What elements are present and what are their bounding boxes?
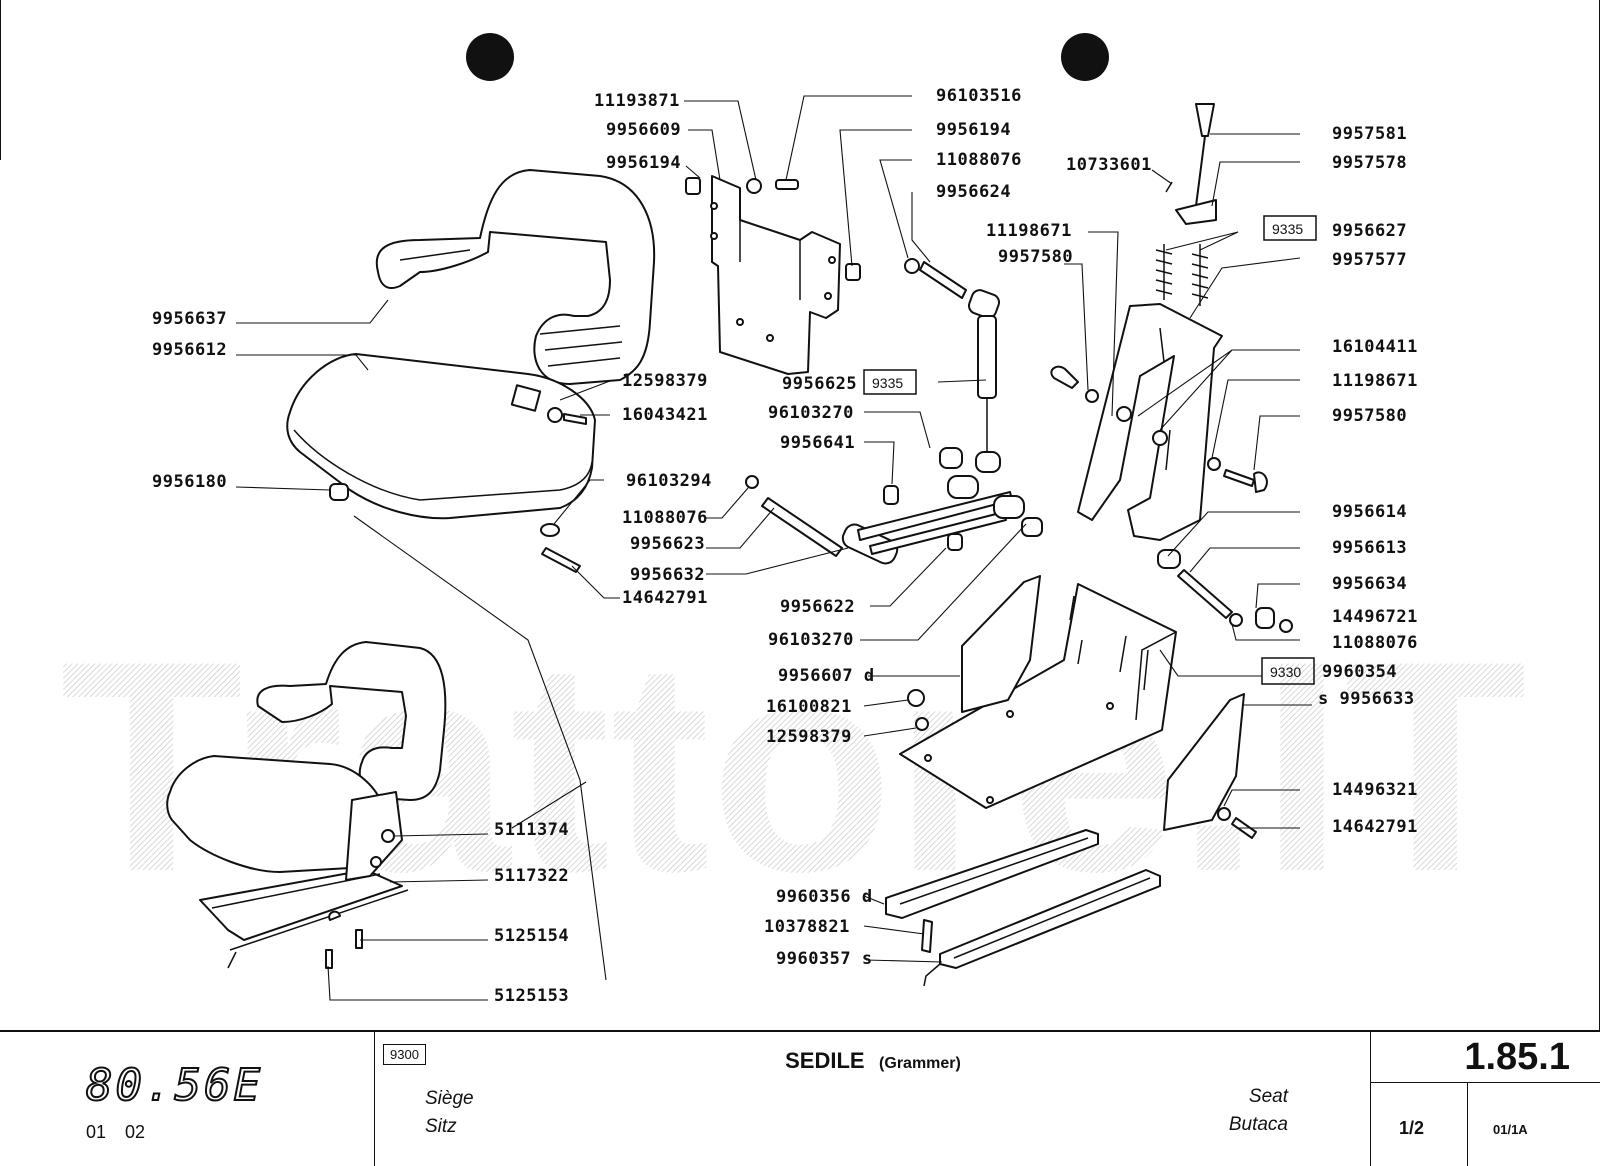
part-label: 14496721: [1332, 607, 1418, 627]
title-line: SEDILE (Grammer): [375, 1048, 1371, 1074]
part-label: 16104411: [1332, 337, 1418, 357]
base-pan-drawing: [899, 575, 1257, 839]
part-label: 9956623: [630, 534, 705, 554]
part-label: 9960354: [1322, 662, 1397, 682]
part-label: 5117322: [494, 866, 569, 886]
title-german: Sitz: [425, 1116, 457, 1137]
part-label: 9956627: [1332, 221, 1407, 241]
part-label: 9956194: [606, 153, 681, 173]
part-labels: 11193871 96103516 9956609 9956194 995619…: [152, 86, 1418, 1006]
part-label: 9956194: [936, 120, 1011, 140]
title-cell: 9300 SEDILE (Grammer) Siège Sitz Seat Bu…: [375, 1032, 1371, 1166]
part-label: 5125153: [494, 986, 569, 1006]
title-spanish: Butaca: [1228, 1114, 1288, 1135]
page-number: 1/2: [1399, 1118, 1425, 1138]
part-label: 16100821: [766, 697, 852, 717]
reference-number: 1.85.1: [1464, 1036, 1570, 1078]
part-label: 9956637: [152, 309, 227, 329]
part-label: 9960357 s: [776, 949, 873, 969]
page-subtitle: (Grammer): [879, 1055, 961, 1072]
part-label: 9956641: [780, 433, 855, 453]
part-label: 14642791: [622, 588, 708, 608]
binder-hole-left: [466, 33, 514, 81]
part-label: 10733601: [1066, 155, 1152, 175]
part-label: 9956609: [606, 120, 681, 140]
swing-frame-drawing: [329, 407, 1043, 573]
part-label: 9956632: [630, 565, 705, 585]
part-label: s 9956633: [1318, 689, 1415, 709]
group-box-label: 9335: [872, 375, 903, 391]
boxed-labels: 9335 9335 9330: [863, 215, 1317, 685]
part-label: 96103270: [768, 630, 854, 650]
page-title: SEDILE: [785, 1048, 865, 1073]
title-block: 80.56E 01 02 9300 SEDILE (Grammer) Siège…: [0, 1030, 1600, 1166]
ref-divider-vertical: [1467, 1082, 1468, 1166]
part-label: 12598379: [622, 371, 708, 391]
gas-spring-drawing: [904, 258, 1001, 473]
group-box-label: 9335: [1272, 221, 1303, 237]
part-label: 9957577: [1332, 250, 1407, 270]
part-label: 9956607 d: [778, 666, 875, 686]
part-label: 9956634: [1332, 574, 1407, 594]
part-label: 9960356 d: [776, 887, 873, 907]
part-label: 9956614: [1332, 502, 1407, 522]
part-label: 96103294: [626, 471, 712, 491]
part-label: 9956622: [780, 597, 855, 617]
ref-divider: [1371, 1082, 1600, 1083]
part-label: 12598379: [766, 727, 852, 747]
part-label: 11193871: [594, 91, 680, 111]
reference-cell: 1.85.1 1/2 01/1A: [1371, 1032, 1600, 1166]
model-code: 80.56E: [85, 1059, 263, 1112]
exploded-parts-diagram: Trattore.IT: [60, 33, 1527, 1006]
part-label: 16043421: [622, 405, 708, 425]
title-french: Siège: [425, 1088, 474, 1109]
part-label: 96103270: [768, 403, 854, 423]
part-label: 10378821: [764, 917, 850, 937]
slide-rails-drawing: [885, 829, 1161, 987]
part-label: 9956612: [152, 340, 227, 360]
part-label: 14642791: [1332, 817, 1418, 837]
part-label: 5125154: [494, 926, 569, 946]
part-label: 9956624: [936, 182, 1011, 202]
part-label: 9956180: [152, 472, 227, 492]
part-label: 9956613: [1332, 538, 1407, 558]
seat-assembly-drawing: [166, 641, 447, 969]
left-border: [0, 0, 1, 160]
part-label: 9957578: [1332, 153, 1407, 173]
part-label: 14496321: [1332, 780, 1418, 800]
part-label: 11088076: [1332, 633, 1418, 653]
seat-backrest-drawing: [375, 169, 656, 385]
part-label: 9957581: [1332, 124, 1407, 144]
revision-code: 01/1A: [1493, 1122, 1528, 1137]
part-label: 11088076: [936, 150, 1022, 170]
right-pins-drawing: [1157, 549, 1293, 633]
part-label: 11088076: [622, 508, 708, 528]
model-sub-code: 01 02: [86, 1122, 146, 1142]
group-code-box: 9300: [383, 1044, 426, 1065]
height-adjust-drawing: [1050, 103, 1268, 541]
model-cell: 80.56E 01 02: [0, 1032, 375, 1166]
title-english: Seat: [1248, 1086, 1288, 1107]
part-label: 9956625: [782, 374, 857, 394]
part-label: 9957580: [1332, 406, 1407, 426]
group-box-label: 9330: [1270, 664, 1301, 680]
part-label: 11198671: [1332, 371, 1418, 391]
back-plate-drawing: [685, 175, 861, 375]
part-label: 5111374: [494, 820, 569, 840]
binder-hole-right: [1061, 33, 1109, 81]
part-label: 96103516: [936, 86, 1022, 106]
part-label: 11198671: [986, 221, 1072, 241]
part-label: 9957580: [998, 247, 1073, 267]
leader-lines: [235, 95, 1312, 1001]
